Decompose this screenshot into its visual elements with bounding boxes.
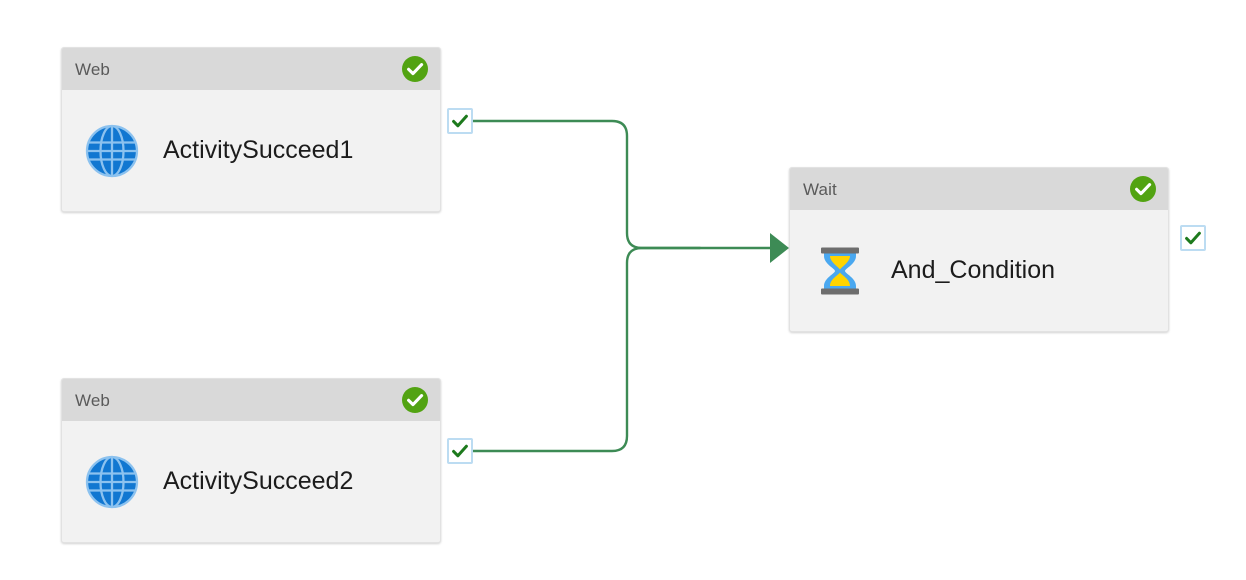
success-check-icon — [452, 444, 468, 458]
output-port-activity-succeed-1[interactable] — [447, 108, 473, 134]
success-check-circle-icon — [401, 55, 429, 83]
arrowhead-and-condition-in — [770, 233, 789, 263]
globe-icon — [83, 453, 141, 511]
node-header: Web — [62, 48, 440, 90]
activity-node-activity-succeed-2[interactable]: Web — [61, 378, 441, 543]
output-port-activity-succeed-2[interactable] — [447, 438, 473, 464]
node-body: ActivitySucceed1 — [62, 90, 440, 211]
globe-icon — [83, 122, 141, 180]
success-check-icon — [452, 114, 468, 128]
hourglass-icon — [811, 242, 869, 300]
activity-node-and-condition[interactable]: Wait — [789, 167, 1169, 332]
node-name-label: ActivitySucceed1 — [163, 135, 354, 164]
edge-succeed1-to-and-condition — [471, 119, 780, 250]
node-header: Wait — [790, 168, 1168, 210]
node-name-label: And_Condition — [891, 255, 1056, 284]
success-check-circle-icon — [1129, 175, 1157, 203]
node-name-label: ActivitySucceed2 — [163, 466, 354, 495]
node-type-label: Web — [75, 59, 110, 79]
node-type-label: Wait — [803, 179, 837, 199]
node-header: Web — [62, 379, 440, 421]
output-port-and-condition[interactable] — [1180, 225, 1206, 251]
node-type-label: Web — [75, 390, 110, 410]
activity-node-activity-succeed-1[interactable]: Web — [61, 47, 441, 212]
edge-succeed2-to-and-condition — [471, 246, 702, 453]
success-check-circle-icon — [401, 386, 429, 414]
node-body: And_Condition — [790, 210, 1168, 331]
success-check-icon — [1185, 231, 1201, 245]
node-body: ActivitySucceed2 — [62, 421, 440, 542]
